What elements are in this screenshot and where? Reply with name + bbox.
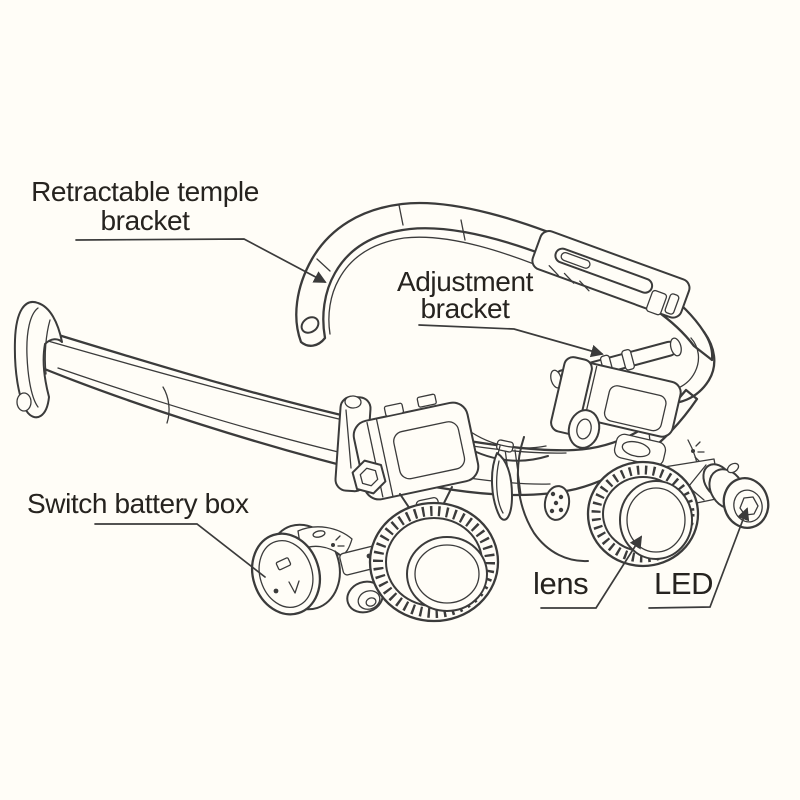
leader-led <box>648 507 750 609</box>
pivot-barrel-left <box>351 393 480 501</box>
label-retractable-temple-bracket: Retractable temple bracket <box>22 177 268 235</box>
label-line: LED <box>654 566 714 601</box>
label-line: Adjustment <box>396 266 534 297</box>
label-line: bracket <box>100 205 190 236</box>
retractable-bracket-slot <box>531 230 691 319</box>
temple-tip-left <box>13 300 63 419</box>
leader-lens <box>540 535 643 609</box>
label-adjustment-bracket: Adjustment bracket <box>383 266 547 324</box>
label-led: LED <box>654 566 714 601</box>
lens-ring-left <box>368 501 500 623</box>
label-switch-battery-box: Switch battery box <box>27 489 249 518</box>
label-line: bracket <box>420 293 510 324</box>
label-line: lens <box>533 566 589 601</box>
battery-glyphs <box>273 557 300 594</box>
lens-ring-right <box>586 460 700 568</box>
label-line: Switch battery box <box>27 488 249 519</box>
leader-switch-battery-box <box>94 523 266 578</box>
leader-retractable-temple-bracket <box>75 238 327 283</box>
light-mark-icon-left <box>331 535 345 556</box>
switch-battery-box <box>251 523 353 616</box>
leader-lines <box>75 238 750 609</box>
label-line: Retractable temple <box>31 176 259 207</box>
label-lens: lens <box>533 566 589 601</box>
leader-adjustment-bracket <box>418 324 604 358</box>
pivot-barrel-right <box>550 356 705 467</box>
pivot-dots <box>549 491 564 514</box>
